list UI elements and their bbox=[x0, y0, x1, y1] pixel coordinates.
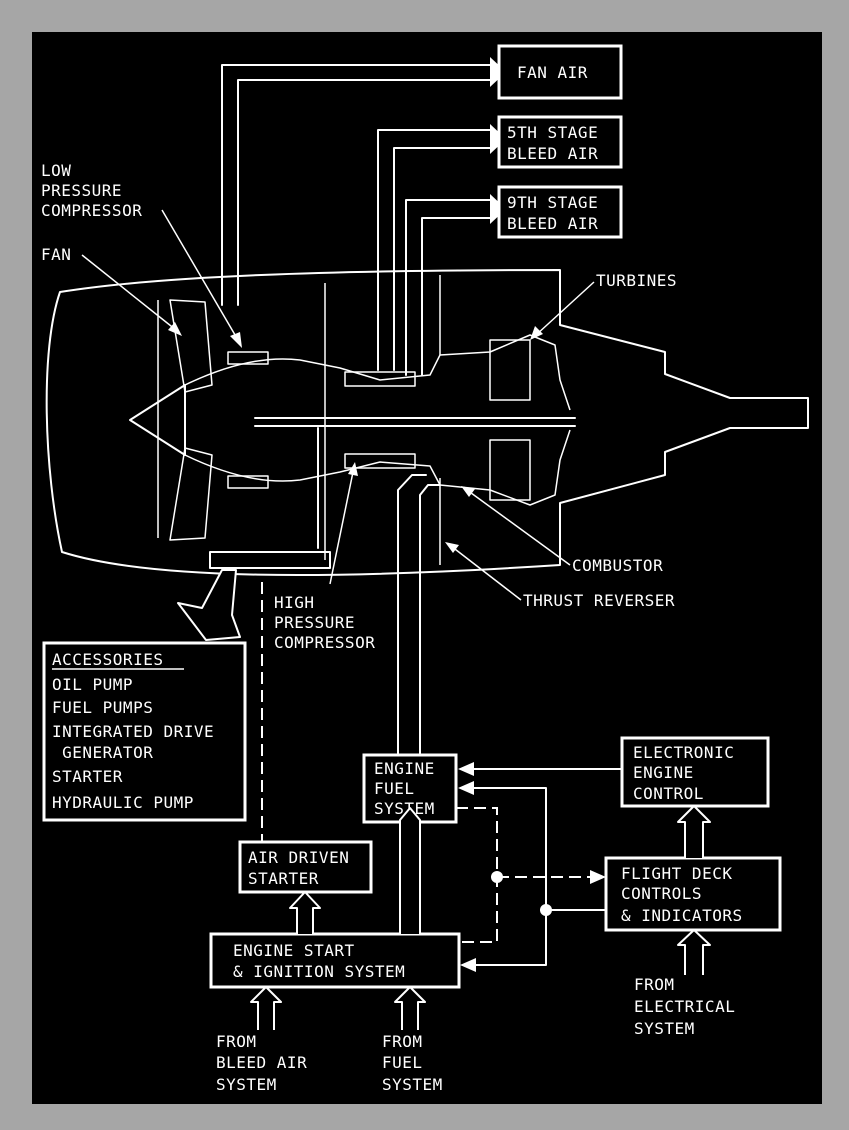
hpc-label-line2: PRESSURE bbox=[274, 613, 355, 632]
accessories-box: ACCESSORIES OIL PUMP FUEL PUMPS INTEGRAT… bbox=[44, 643, 245, 820]
engine-fuel-system-line1: ENGINE bbox=[374, 759, 435, 778]
start-to-fuel-arrow bbox=[400, 808, 420, 934]
accessories-item-fuel-pumps: FUEL PUMPS bbox=[52, 698, 153, 717]
accessories-item-starter: STARTER bbox=[52, 767, 123, 786]
flight-deck-line1: FLIGHT DECK bbox=[621, 864, 732, 883]
accessories-item-hydraulic-pump: HYDRAULIC PUMP bbox=[52, 793, 194, 812]
eec-line2: ENGINE bbox=[633, 763, 694, 782]
fifth-stage-label-line1: 5TH STAGE bbox=[507, 123, 598, 142]
fuel-source-line2: FUEL bbox=[382, 1053, 423, 1072]
turbines-label: TURBINES bbox=[596, 271, 677, 290]
eec-line1: ELECTRONIC bbox=[633, 743, 734, 762]
accessories-item-oil-pump: OIL PUMP bbox=[52, 675, 133, 694]
ninth-stage-bleed-box: 9TH STAGE BLEED AIR bbox=[499, 187, 621, 237]
ninth-stage-label-line2: BLEED AIR bbox=[507, 214, 598, 233]
junction-dot-left bbox=[491, 871, 503, 883]
electrical-source-line1: FROM bbox=[634, 975, 675, 994]
flight-deck-line3: & INDICATORS bbox=[621, 906, 743, 925]
accessories-item-idg: INTEGRATED DRIVE bbox=[52, 722, 214, 741]
ads-line2: STARTER bbox=[248, 869, 319, 888]
electrical-source-line3: SYSTEM bbox=[634, 1019, 695, 1038]
engine-start-line1: ENGINE START bbox=[233, 941, 355, 960]
electronic-engine-control-box: ELECTRONIC ENGINE CONTROL bbox=[622, 738, 768, 806]
bleed-source-line3: SYSTEM bbox=[216, 1075, 277, 1094]
fan-air-box: FAN AIR bbox=[499, 46, 621, 98]
air-driven-starter-box: AIR DRIVEN STARTER bbox=[240, 842, 371, 892]
bleed-source-line1: FROM bbox=[216, 1032, 257, 1051]
engine-start-box: ENGINE START & IGNITION SYSTEM bbox=[211, 934, 459, 987]
fifth-stage-label-line2: BLEED AIR bbox=[507, 144, 598, 163]
flight-deck-line2: CONTROLS bbox=[621, 884, 702, 903]
lpc-label-line1: LOW bbox=[41, 161, 71, 180]
bleed-source-line2: BLEED AIR bbox=[216, 1053, 307, 1072]
lpc-label-line3: COMPRESSOR bbox=[41, 201, 142, 220]
fifth-stage-bleed-box: 5TH STAGE BLEED AIR bbox=[499, 117, 621, 167]
fan-label: FAN bbox=[41, 245, 71, 264]
thrust-reverser-label: THRUST REVERSER bbox=[523, 591, 675, 610]
electrical-source-line2: ELECTRICAL bbox=[634, 997, 735, 1016]
hpc-label-line1: HIGH bbox=[274, 593, 315, 612]
lpc-label-line2: PRESSURE bbox=[41, 181, 122, 200]
flight-deck-box: FLIGHT DECK CONTROLS & INDICATORS bbox=[606, 858, 780, 930]
ninth-stage-label-line1: 9TH STAGE bbox=[507, 193, 598, 212]
fuel-source-line3: SYSTEM bbox=[382, 1075, 443, 1094]
accessories-title: ACCESSORIES bbox=[52, 650, 163, 669]
engine-start-line2: & IGNITION SYSTEM bbox=[233, 962, 405, 981]
eec-line3: CONTROL bbox=[633, 784, 704, 803]
hpc-label-line3: COMPRESSOR bbox=[274, 633, 375, 652]
accessories-item-generator: GENERATOR bbox=[52, 743, 153, 762]
combustor-label: COMBUSTOR bbox=[572, 556, 663, 575]
engine-fuel-system-line2: FUEL bbox=[374, 779, 415, 798]
ads-line1: AIR DRIVEN bbox=[248, 848, 349, 867]
fan-air-label: FAN AIR bbox=[517, 63, 588, 82]
junction-dot-right bbox=[540, 904, 552, 916]
fuel-source-line1: FROM bbox=[382, 1032, 423, 1051]
